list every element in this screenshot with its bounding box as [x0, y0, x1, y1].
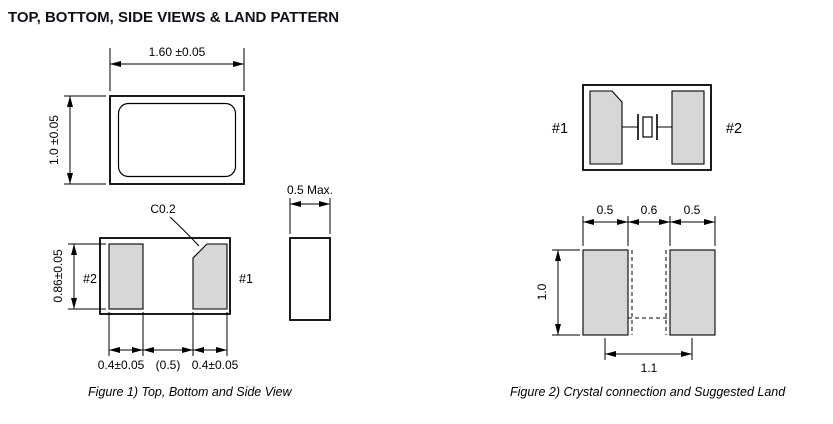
pin1-label: #1 — [552, 121, 568, 137]
land-left-pad-dim-label: 0.5 — [597, 203, 614, 217]
land-pitch-dimension: 1.1 — [604, 338, 693, 375]
figure1-caption: Figure 1) Top, Bottom and Side View — [88, 385, 293, 399]
figure2-caption: Figure 2) Crystal connection and Suggest… — [510, 385, 786, 399]
land-top-dimensions: 0.5 0.6 0.5 — [582, 203, 716, 246]
land-height-dimension: 1.0 — [535, 249, 580, 336]
chamfer-note-label: C0.2 — [150, 202, 176, 216]
page-title: TOP, BOTTOM, SIDE VIEWS & LAND PATTERN — [8, 9, 339, 26]
gap-dim-label: (0.5) — [156, 358, 181, 372]
land-pad-left — [582, 249, 629, 336]
land-pitch-dim-label: 1.1 — [641, 361, 658, 375]
land-right-pad-dim-label: 0.5 — [684, 203, 701, 217]
pad1-label: #1 — [239, 272, 253, 286]
bottom-view-pad-2 — [108, 243, 144, 310]
right-pad-width-dim-label: 0.4±0.05 — [192, 358, 239, 372]
connection-pad-1 — [589, 90, 623, 165]
figure1-top-view: 1.60 ±0.05 1.0 ±0.05 — [47, 45, 245, 185]
pad2-label: #2 — [83, 272, 97, 286]
pin2-label: #2 — [726, 121, 742, 137]
side-view-thickness-dimension: 0.5 Max. — [287, 183, 333, 234]
top-view-width-dim-label: 1.60 ±0.05 — [149, 45, 206, 59]
land-pad-right — [669, 249, 716, 336]
figure1-bottom-view: C0.2 #2 #1 0.86±0.05 0.4±0.05 (0.5) 0.4±… — [51, 202, 253, 372]
bottom-view-width-dimensions: 0.4±0.05 (0.5) 0.4±0.05 — [98, 312, 239, 372]
bottom-view-outline — [99, 237, 231, 315]
connection-pad-2 — [671, 90, 705, 165]
figure1-side-view: 0.5 Max. — [287, 183, 333, 321]
connection-view-outline — [582, 84, 712, 171]
land-height-dim-label: 1.0 — [535, 283, 549, 300]
side-thickness-dim-label: 0.5 Max. — [287, 183, 333, 197]
figure2-connection-view: #1 #2 — [552, 84, 742, 171]
top-view-lid — [117, 102, 237, 178]
land-gap-dim-label: 0.6 — [641, 203, 658, 217]
crystal-body — [642, 116, 653, 138]
chamfer-leader-line — [169, 216, 200, 247]
top-view-height-dimension: 1.0 ±0.05 — [47, 95, 106, 185]
crystal-symbol — [622, 114, 672, 140]
left-pad-width-dim-label: 0.4±0.05 — [98, 358, 145, 372]
top-view-width-dimension: 1.60 ±0.05 — [109, 45, 245, 91]
side-view-outline — [289, 237, 331, 321]
top-view-height-dim-label: 1.0 ±0.05 — [47, 115, 61, 165]
top-view-body — [109, 95, 245, 185]
bottom-view-pad-1 — [192, 243, 228, 310]
bottom-view-pad-height-dimension: 0.86±0.05 — [51, 243, 106, 310]
pad-height-dim-label: 0.86±0.05 — [51, 249, 65, 303]
figure2-land-pattern: 0.5 0.6 0.5 1.0 1.1 — [535, 203, 716, 375]
